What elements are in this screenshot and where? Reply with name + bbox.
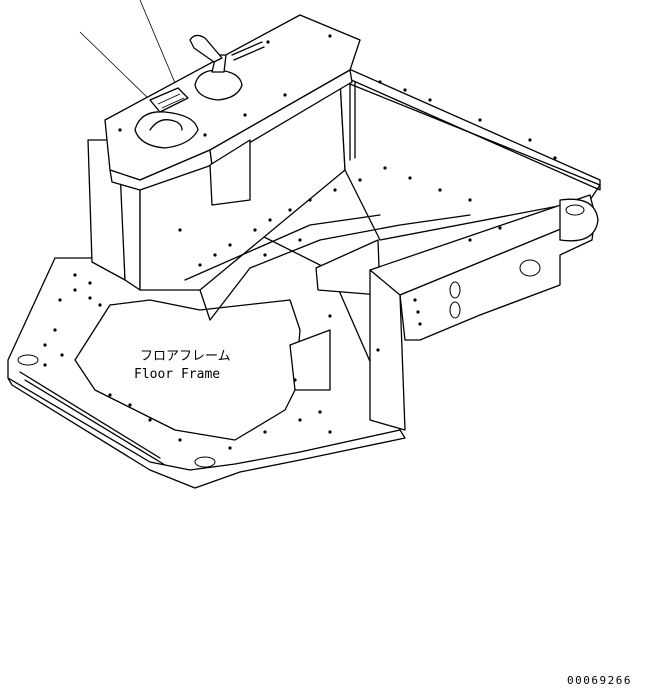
floor-plate-rib	[19, 371, 166, 466]
console-side	[209, 69, 353, 166]
frame-floor-edge	[199, 214, 471, 321]
switch-panel	[149, 87, 189, 113]
right-frame	[289, 194, 599, 431]
rail-post	[349, 79, 356, 161]
joystick-boot-fold	[149, 119, 183, 131]
tube-hole	[565, 204, 585, 216]
mount-hole	[17, 354, 39, 366]
part-label-jp: フロアフレーム	[140, 349, 231, 364]
leader-line-top	[139, 0, 179, 91]
leader-lines	[79, 0, 179, 101]
drawing-number: 00069266	[567, 674, 632, 687]
lever-slot	[231, 41, 265, 61]
joystick-boot-left	[134, 111, 199, 149]
switch-panel-grid	[157, 93, 185, 109]
front-post	[369, 269, 406, 431]
frame-right-wall	[339, 79, 601, 241]
console-bolt-dots	[118, 34, 332, 137]
mount-hole	[194, 456, 216, 468]
part-label-en: Floor Frame	[134, 367, 220, 382]
console	[104, 14, 361, 206]
beam-hole	[449, 301, 461, 319]
frame-bolt-dots	[178, 80, 557, 267]
console-bracket	[209, 139, 251, 206]
inner-bracket	[289, 329, 331, 391]
right-frame-bolt-dots	[293, 226, 502, 414]
joystick-boot-right	[194, 69, 243, 101]
floor-bolt-dots	[43, 273, 332, 450]
joystick-handle	[189, 34, 223, 63]
frame-floor-line	[184, 214, 381, 281]
beam-hole	[449, 281, 461, 299]
floor-plate-edge	[7, 377, 406, 489]
beam-cutout	[519, 259, 541, 277]
leader-line-left	[79, 31, 151, 101]
